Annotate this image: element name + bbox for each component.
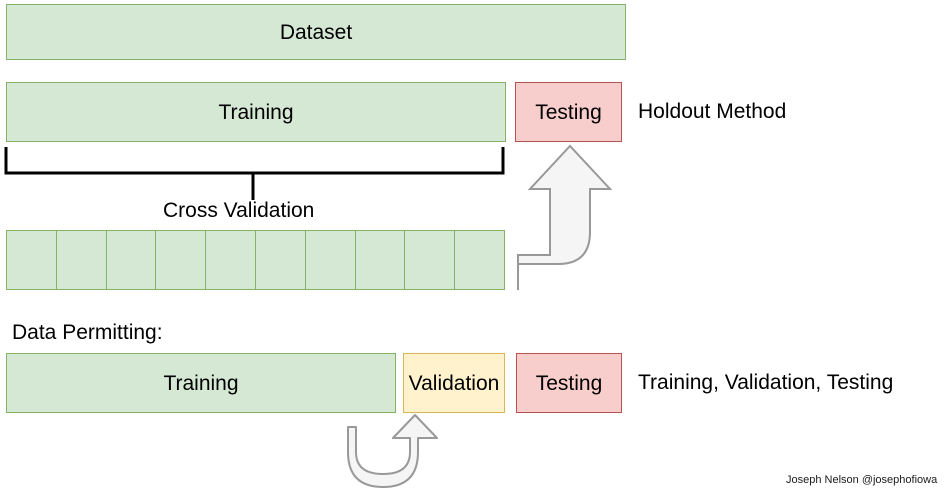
cv-fold-cell[interactable]: [205, 230, 256, 290]
tvt-validation-box[interactable]: Validation: [403, 353, 505, 413]
cv-fold-cell[interactable]: [354, 230, 406, 290]
cv-fold-cell[interactable]: [55, 230, 107, 290]
tvt-validation-label: Validation: [408, 371, 500, 395]
cv-fold-cell[interactable]: [155, 230, 207, 290]
cross-validation-bracket: [4, 147, 505, 200]
holdout-testing-box[interactable]: Testing: [515, 82, 622, 142]
cv-fold-cell[interactable]: [254, 230, 306, 290]
dataset-box[interactable]: Dataset: [6, 4, 626, 60]
tvt-training-box[interactable]: Training: [6, 353, 396, 413]
training-to-validation-arrow: [347, 414, 438, 488]
cv-fold-cell[interactable]: [6, 230, 57, 290]
dataset-label: Dataset: [279, 20, 353, 44]
tvt-testing-box[interactable]: Testing: [516, 353, 622, 413]
cv-fold-cell[interactable]: [404, 230, 456, 290]
training-validation-testing-label: Training, Validation, Testing: [638, 371, 894, 394]
cross-validation-to-testing-arrow: [517, 144, 613, 290]
tvt-testing-label: Testing: [535, 371, 603, 395]
tvt-training-label: Training: [163, 371, 239, 395]
cross-validation-label: Cross Validation: [163, 199, 315, 222]
holdout-testing-label: Testing: [535, 100, 602, 124]
credit-label: Joseph Nelson @josephofiowa: [786, 474, 938, 486]
holdout-training-label: Training: [218, 100, 294, 124]
data-permitting-heading: Data Permitting:: [12, 321, 163, 344]
cv-fold-cell[interactable]: [105, 230, 157, 290]
holdout-method-label: Holdout Method: [638, 100, 787, 123]
cross-validation-fold-strip: [6, 230, 505, 290]
holdout-training-box[interactable]: Training: [6, 82, 506, 142]
cv-fold-cell[interactable]: [454, 230, 505, 290]
cv-fold-cell[interactable]: [304, 230, 356, 290]
